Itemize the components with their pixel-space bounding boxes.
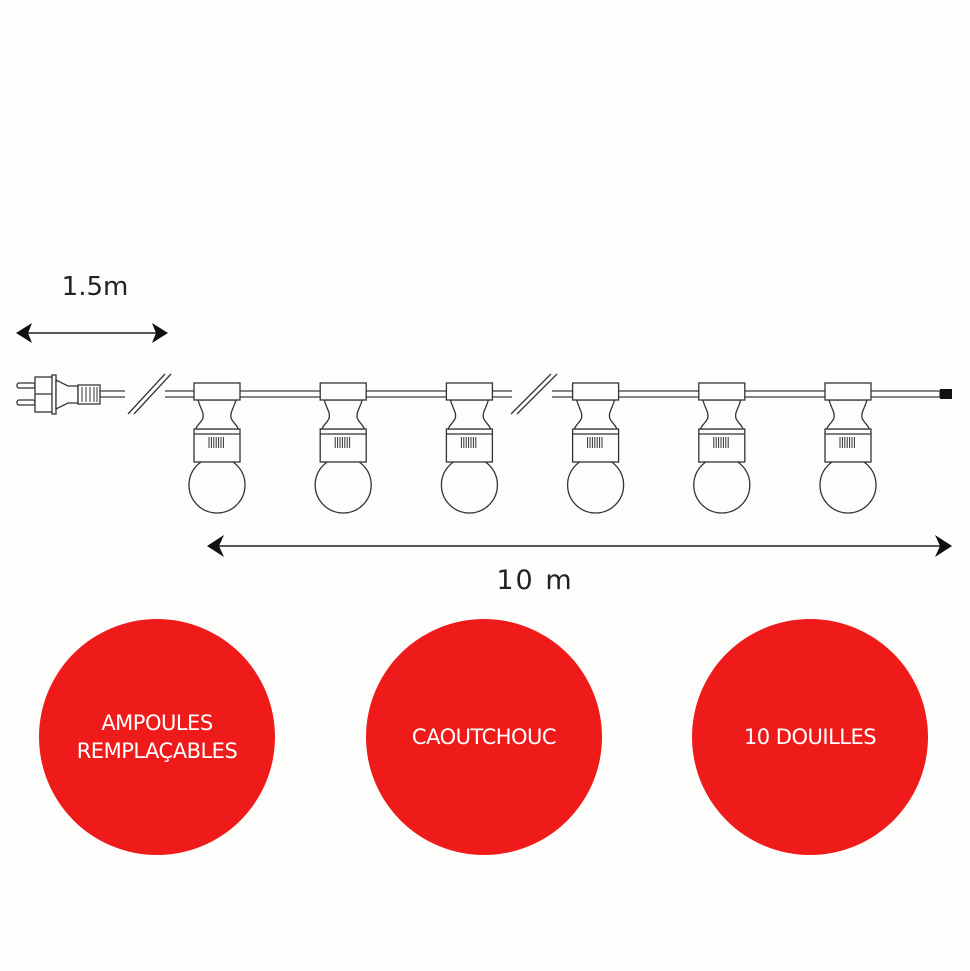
bulb-icon: [566, 382, 625, 514]
end-cap: [940, 389, 952, 399]
bulb-icon: [440, 382, 499, 514]
feature-badge-rubber: CAOUTCHOUC: [366, 619, 602, 855]
feature-text: REMPLAÇABLES: [76, 739, 238, 763]
string-length-label: 10 m: [496, 565, 574, 596]
cord-dimension-arrow: [16, 323, 168, 343]
feature-text: AMPOULES: [101, 711, 213, 735]
break-mark-icon: [125, 373, 172, 415]
bulb-icon: [314, 382, 372, 514]
string-dimension-arrow: [207, 535, 952, 557]
feature-text: CAOUTCHOUC: [411, 725, 557, 749]
cord-length-label: 1.5m: [61, 272, 129, 302]
feature-badge-sockets: 10 DOUILLES: [692, 619, 928, 855]
plug-icon: [16, 374, 101, 415]
break-mark-icon: [510, 373, 558, 415]
feature-badge-replaceable-bulbs: AMPOULES REMPLAÇABLES: [39, 619, 275, 855]
bulb-icon: [188, 382, 246, 514]
bulb-icon: [693, 382, 751, 514]
bulb-icon: [819, 382, 877, 514]
feature-text: 10 DOUILLES: [743, 725, 877, 749]
